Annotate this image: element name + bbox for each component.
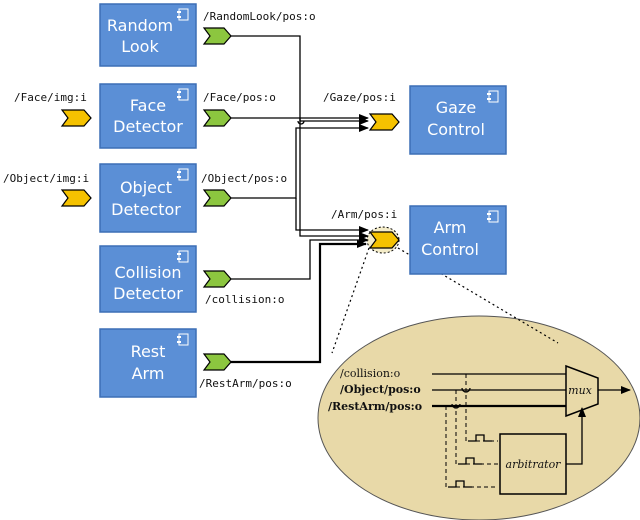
component-collision-detector[interactable]: Collision Detector xyxy=(99,245,197,313)
gaze-in-label: /Gaze/pos:i xyxy=(323,91,396,104)
zoom-rest-arm-label: /RestArm/pos:o xyxy=(328,400,422,413)
random-look-label-2: Look xyxy=(121,37,159,56)
object-detector-label-1: Object xyxy=(120,178,172,197)
arm-control-label-1: Arm xyxy=(434,218,467,237)
component-rest-arm[interactable]: Rest Arm xyxy=(99,328,197,398)
arm-in-port[interactable] xyxy=(368,231,400,249)
gaze-in-port[interactable] xyxy=(368,113,400,131)
zoom-object-label: /Object/pos:o xyxy=(340,383,421,396)
component-random-look[interactable]: Random Look xyxy=(99,3,197,67)
face-out-label: /Face/pos:o xyxy=(203,91,276,104)
component-gaze-control[interactable]: Gaze Control xyxy=(409,85,507,155)
port-labels: /RandomLook/pos:o /Face/img:i /Face/pos:… xyxy=(3,10,397,390)
face-in-port[interactable] xyxy=(60,109,92,127)
collision-out-port[interactable] xyxy=(202,270,232,288)
face-in-label: /Face/img:i xyxy=(14,91,87,104)
collision-out-label: /collision:o xyxy=(205,293,284,306)
arm-in-label: /Arm/pos:i xyxy=(331,208,397,221)
component-face-detector[interactable]: Face Detector xyxy=(99,83,197,149)
object-out-label: /Object/pos:o xyxy=(201,172,287,185)
collision-detector-label-1: Collision xyxy=(114,263,181,282)
rest-arm-out-port[interactable] xyxy=(202,353,232,371)
input-ports xyxy=(60,109,400,249)
face-detector-label-1: Face xyxy=(130,96,166,115)
mux-block xyxy=(565,364,599,418)
face-out-port[interactable] xyxy=(202,109,232,127)
object-detector-label-2: Detector xyxy=(111,200,181,219)
arbitrator-block xyxy=(499,433,567,495)
component-object-detector[interactable]: Object Detector xyxy=(99,163,197,233)
object-in-label: /Object/img:i xyxy=(3,172,89,185)
arm-control-label-2: Control xyxy=(421,240,479,259)
gaze-control-label-1: Gaze xyxy=(436,98,476,117)
arbitrator-label: arbitrator xyxy=(506,458,562,471)
rest-arm-out-label: /RestArm/pos:o xyxy=(199,377,292,390)
collision-detector-label-2: Detector xyxy=(113,284,183,303)
random-look-label-1: Random xyxy=(107,16,173,35)
component-arm-control[interactable]: Arm Control xyxy=(409,205,507,275)
random-look-out-label: /RandomLook/pos:o xyxy=(203,10,316,23)
arbitration-detail: /collision:o /Object/pos:o /RestArm/pos:… xyxy=(328,364,631,495)
rest-arm-label-1: Rest xyxy=(131,342,166,361)
object-out-port[interactable] xyxy=(202,189,232,207)
output-ports xyxy=(202,27,232,371)
random-look-out-port[interactable] xyxy=(202,27,232,45)
zoom-collision-label: /collision:o xyxy=(340,367,401,380)
mux-label: mux xyxy=(568,384,593,397)
arbitration-zoom-ellipse xyxy=(317,315,640,520)
connections xyxy=(230,35,369,364)
face-detector-label-2: Detector xyxy=(113,117,183,136)
rest-arm-label-2: Arm xyxy=(132,364,165,383)
gaze-control-label-2: Control xyxy=(427,120,485,139)
object-in-port[interactable] xyxy=(60,189,92,207)
